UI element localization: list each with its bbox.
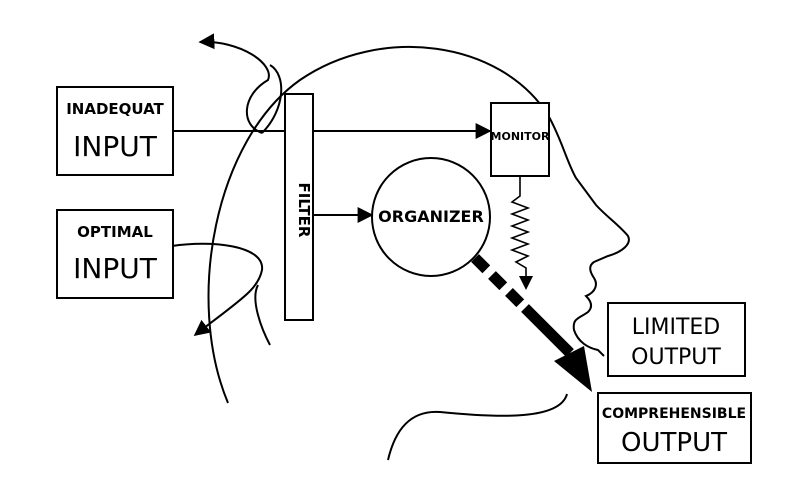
comprehensible-output-line1: COMPREHENSIBLE [602, 406, 746, 422]
deflected-arrow-bottom [171, 242, 264, 336]
optimal-input-line2: INPUT [73, 252, 158, 285]
monitor-zigzag [509, 176, 531, 278]
inadequate-input-line1: INADEQUAT [66, 100, 164, 118]
monitor-zigzag-arrowhead [519, 276, 533, 290]
optimal-input-line1: OPTIMAL [77, 223, 153, 241]
inadequate-input-line2: INPUT [73, 130, 158, 163]
head-outline [207, 46, 630, 404]
monitor-label: MONITOR [491, 130, 550, 143]
limited-output-line2: OUTPUT [631, 345, 721, 370]
organizer-label: ORGANIZER [378, 207, 484, 226]
limited-output-line1: LIMITED [632, 315, 721, 340]
organizer-output-arrow [471, 254, 592, 392]
monitor-box: MONITOR [490, 102, 550, 177]
optimal-input-box: OPTIMAL INPUT [56, 209, 174, 299]
comprehensible-output-box: COMPREHENSIBLE OUTPUT [597, 392, 752, 464]
deflected-curve-bottom-body [254, 284, 271, 346]
deflected-arrow-top [198, 33, 270, 134]
limited-output-box: LIMITED OUTPUT [607, 302, 746, 377]
comprehensible-output-line2: OUTPUT [621, 428, 727, 458]
deflected-curve-top-body [261, 64, 283, 134]
organizer-circle: ORGANIZER [371, 157, 491, 277]
neck-curve [387, 393, 568, 461]
filter-label: FILTER [295, 183, 313, 238]
inadequate-input-box: INADEQUAT INPUT [56, 86, 174, 176]
filter-box: FILTER [284, 93, 314, 321]
